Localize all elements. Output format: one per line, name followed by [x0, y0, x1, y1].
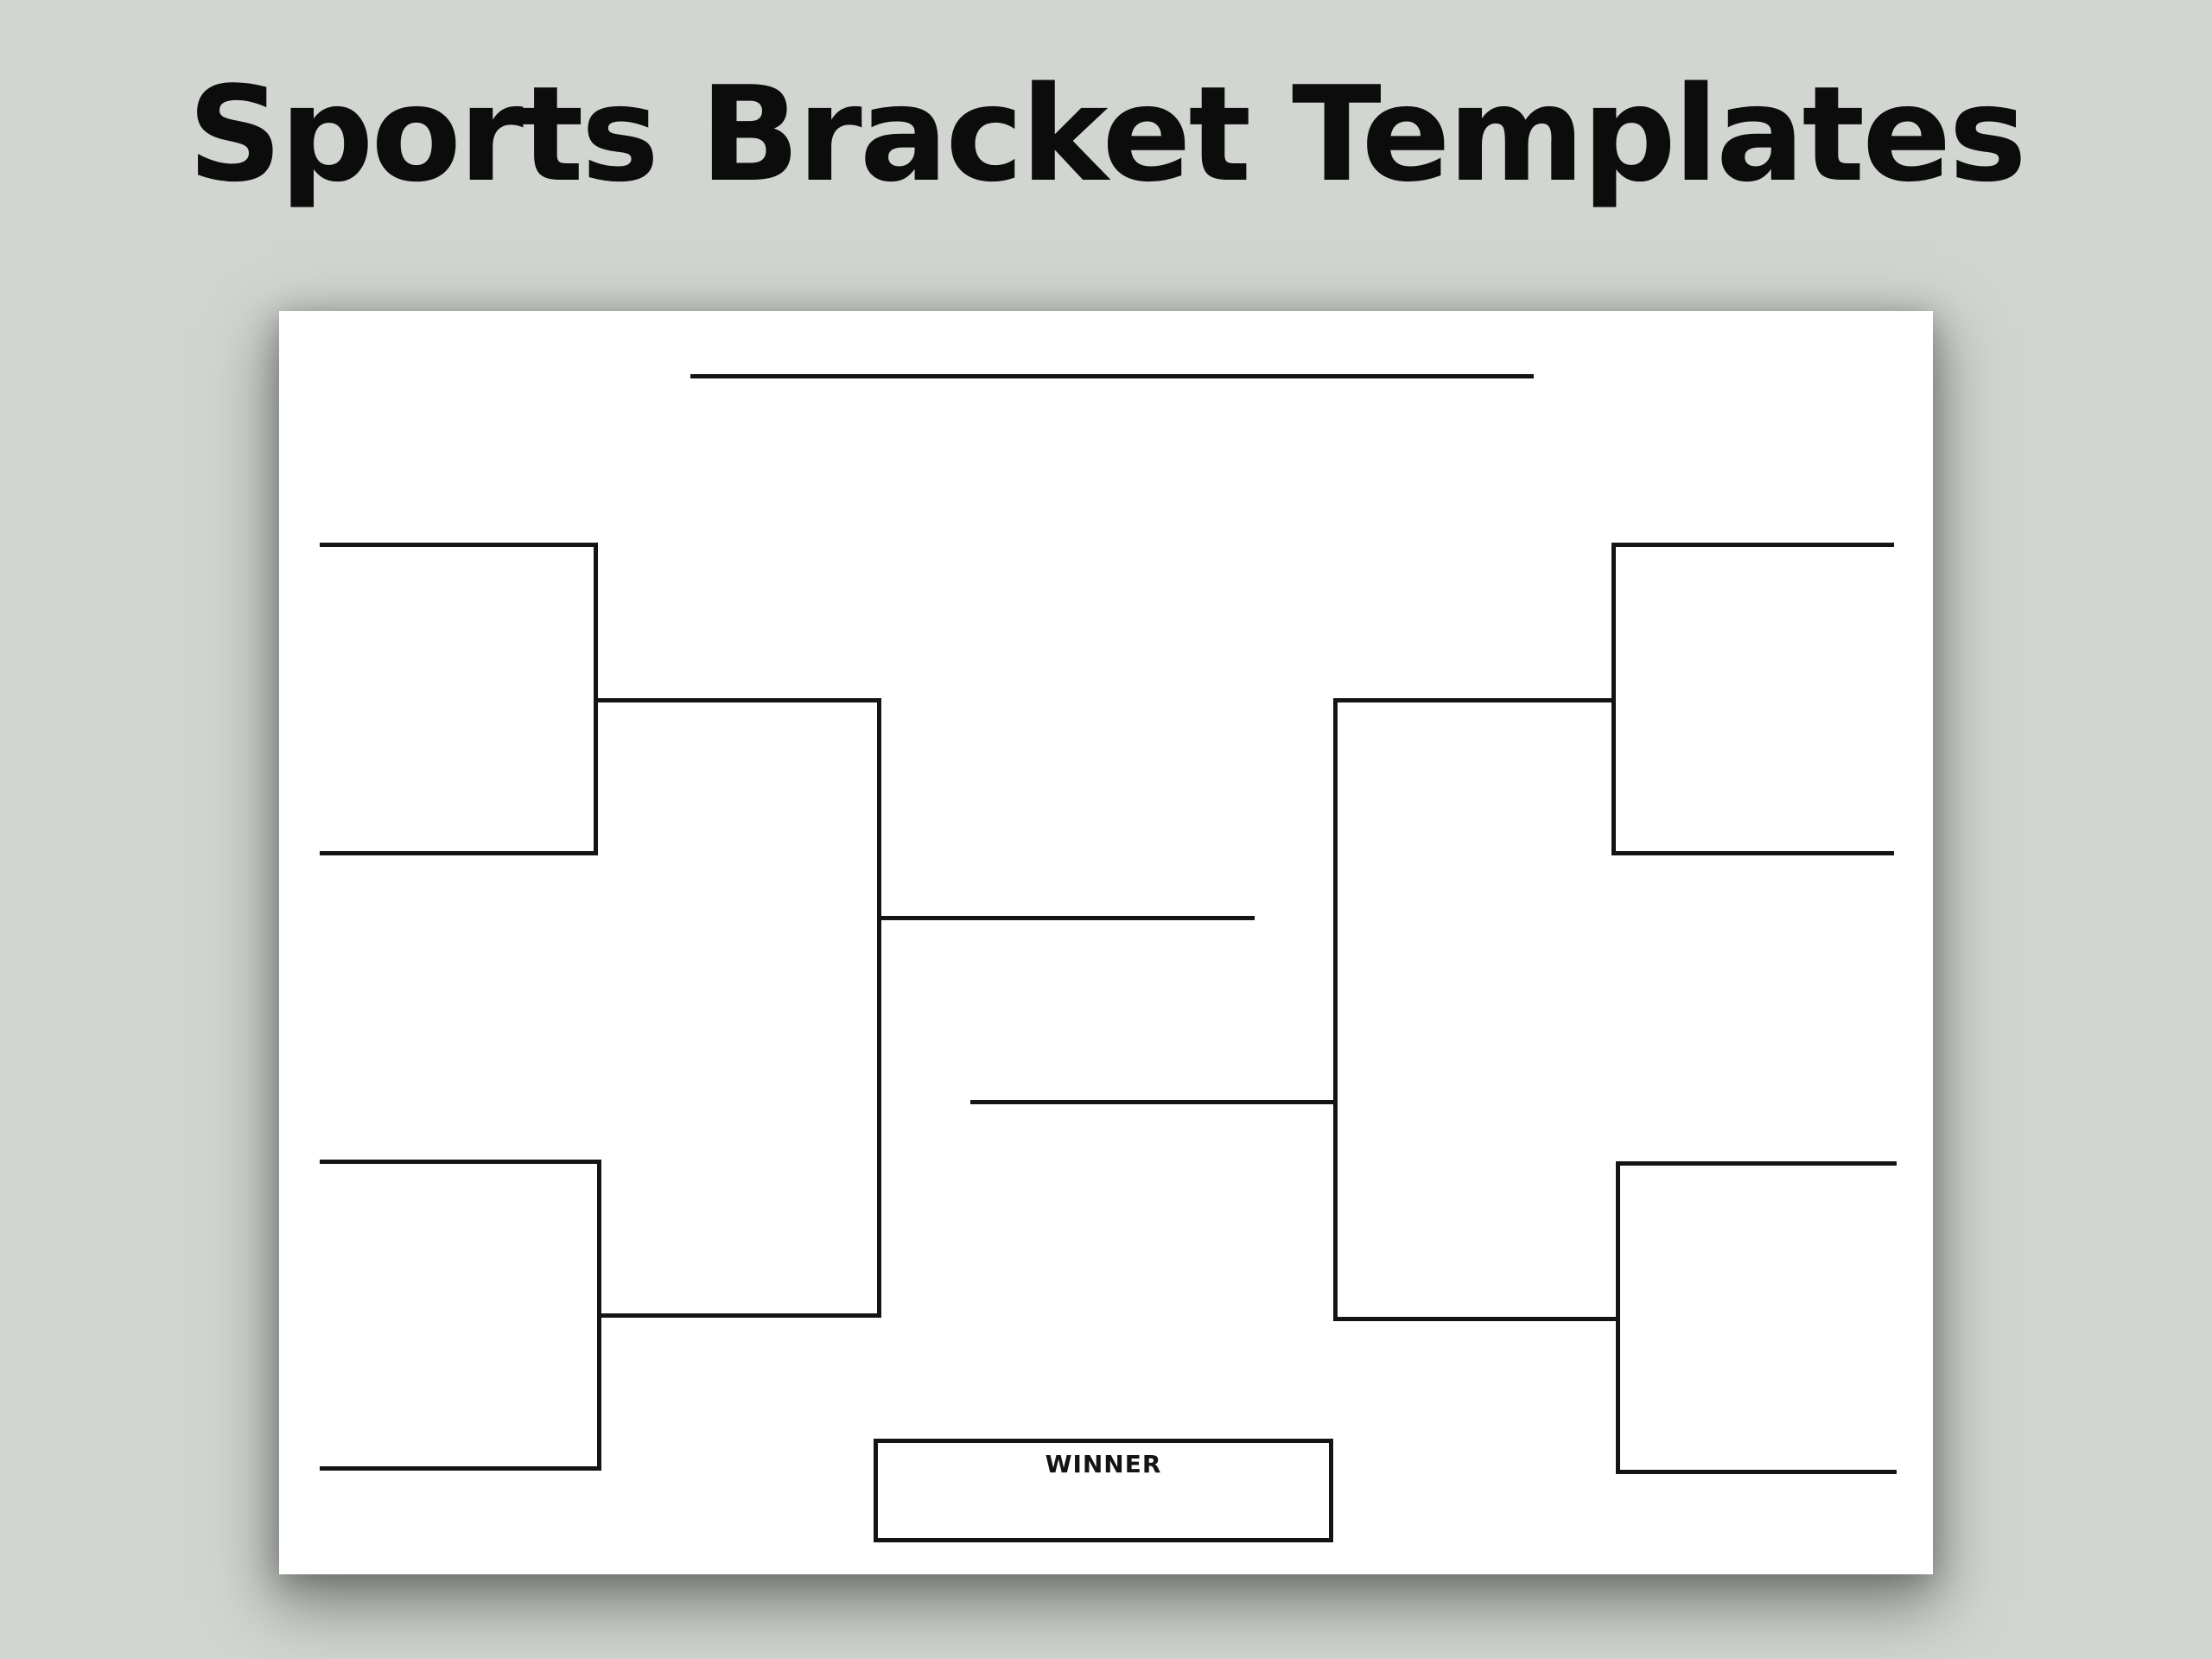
bracket-sheet: WINNER: [279, 311, 1933, 1574]
winner-box: WINNER: [874, 1439, 1333, 1542]
left-match2-winner-connector: [597, 1313, 881, 1318]
winner-label: WINNER: [1045, 1450, 1162, 1478]
right-match2-winner-connector: [1333, 1317, 1620, 1321]
right-match1-vertical: [1611, 543, 1616, 855]
bracket-title-line: [690, 374, 1534, 378]
right-match1-winner-connector: [1333, 698, 1616, 702]
right-match1-bottom-team-line: [1611, 851, 1894, 855]
right-finalist-line: [970, 1100, 1338, 1104]
right-semifinal-vertical: [1333, 698, 1338, 1319]
left-match1-bottom-team-line: [320, 851, 598, 855]
page-title: Sports Bracket Templates: [188, 58, 2027, 211]
right-match2-bottom-team-line: [1616, 1470, 1897, 1474]
right-match2-top-team-line: [1616, 1161, 1897, 1166]
left-match1-winner-connector: [594, 698, 881, 702]
left-semifinal-vertical: [877, 698, 881, 1318]
left-match1-top-team-line: [320, 543, 598, 547]
left-finalist-line: [877, 916, 1255, 920]
right-match1-top-team-line: [1611, 543, 1894, 547]
left-match2-bottom-team-line: [320, 1466, 601, 1471]
left-match2-top-team-line: [320, 1160, 601, 1164]
right-match2-vertical: [1616, 1161, 1620, 1474]
